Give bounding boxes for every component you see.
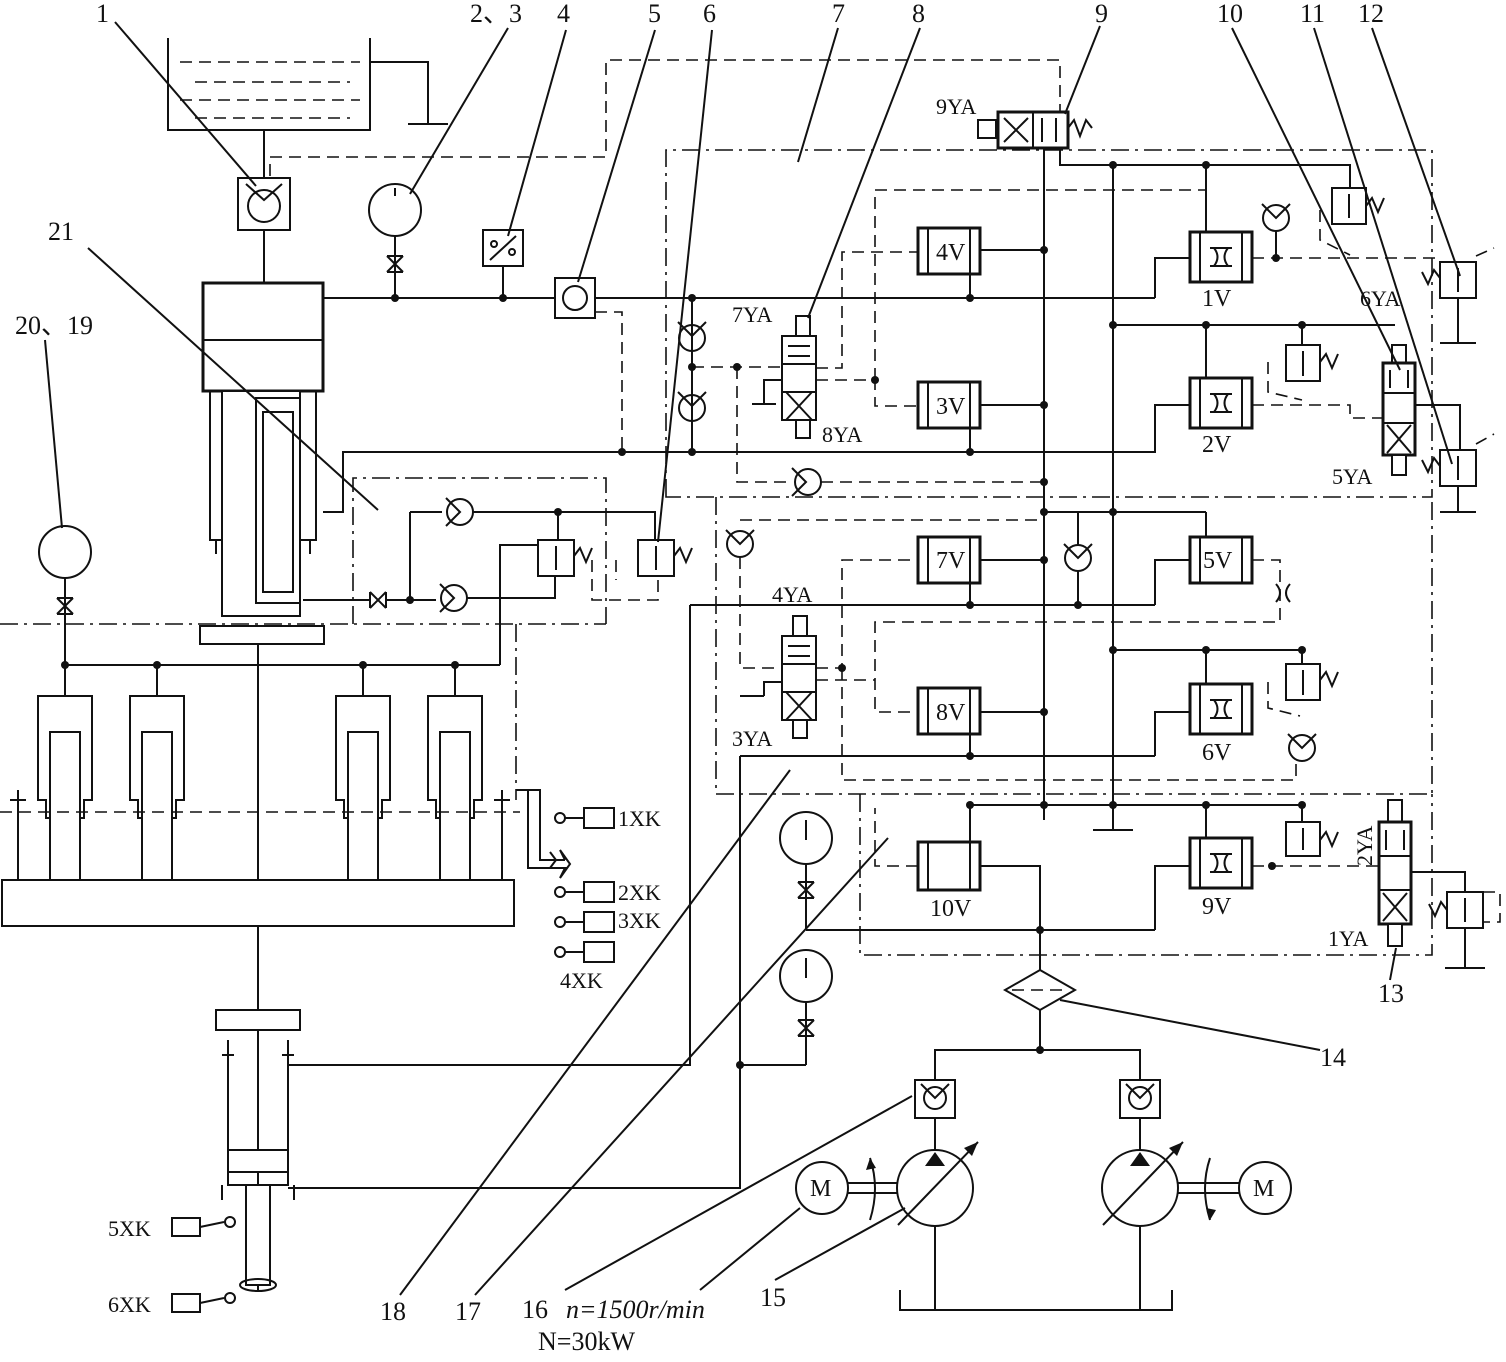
directional-valve-10: [1381, 344, 1417, 476]
valve-9v: [1188, 836, 1254, 890]
callout-16: 16: [522, 1295, 548, 1324]
label-1v: 1V: [1202, 286, 1232, 312]
prefill-valve-icon: [237, 177, 291, 231]
svg-text:M: M: [1253, 1176, 1274, 1202]
callout-21: 21: [48, 217, 74, 246]
pump-1-icon: [896, 1118, 979, 1310]
label-4v: 4V: [936, 240, 966, 266]
callout-10: 10: [1217, 0, 1243, 28]
side-cylinders: [37, 665, 483, 881]
label-5ya: 5YA: [1332, 464, 1372, 489]
valve-1v: [1188, 230, 1254, 284]
callout-4: 4: [557, 0, 570, 28]
label-5xk: 5XK: [108, 1216, 151, 1241]
check-valve-5-icon: [554, 277, 596, 319]
directional-valve-13: [1377, 799, 1413, 947]
ejector-cylinder: [215, 1009, 301, 1292]
callout-11: 11: [1300, 0, 1325, 28]
callout-15: 15: [760, 1283, 786, 1312]
label-10v: 10V: [930, 896, 972, 922]
callout-5: 5: [648, 0, 661, 28]
callout-7: 7: [832, 0, 845, 28]
label-7ya: 7YA: [732, 302, 772, 327]
label-2ya: 2YA: [1352, 826, 1377, 866]
directional-valve-8: [781, 315, 817, 439]
label-3xk: 3XK: [618, 908, 661, 933]
valve-2v: [1188, 376, 1254, 430]
label-1ya: 1YA: [1328, 926, 1368, 951]
label-2xk: 2XK: [618, 880, 661, 905]
pump-2-icon: [1101, 1118, 1184, 1310]
motor-1-icon: M: [795, 1157, 897, 1221]
label-4ya: 4YA: [772, 582, 812, 607]
label-5v: 5V: [1203, 548, 1233, 574]
valve-5v: [1188, 535, 1254, 585]
callout-20-19: 20、19: [15, 311, 93, 340]
callout-14: 14: [1320, 1043, 1346, 1072]
label-6ya: 6YA: [1360, 286, 1400, 311]
moving-beam: [1, 879, 515, 927]
label-1xk: 1XK: [618, 806, 661, 831]
label-6v: 6V: [1202, 740, 1232, 766]
callout-12: 12: [1358, 0, 1384, 28]
callout-1: 1: [96, 0, 109, 28]
callout-17: 17: [455, 1297, 481, 1326]
label-3ya: 3YA: [732, 726, 772, 751]
callout-8: 8: [912, 0, 925, 28]
directional-valve-3ya: [781, 615, 817, 739]
main-cylinder: [199, 281, 325, 645]
label-8ya: 8YA: [822, 422, 862, 447]
svg-text:M: M: [810, 1176, 831, 1202]
label-3v: 3V: [936, 394, 966, 420]
oil-tank: [167, 38, 448, 178]
callout-2-3: 2、3: [470, 0, 522, 28]
pressure-switch-icon: [482, 229, 524, 267]
valve-7v: [916, 535, 982, 585]
directional-valve-9: [977, 110, 1070, 150]
label-9ya: 9YA: [936, 94, 976, 119]
label-6xk: 6XK: [108, 1292, 151, 1317]
valve-10v: [916, 840, 982, 892]
label-9v: 9V: [1202, 894, 1232, 920]
callout-9: 9: [1095, 0, 1108, 28]
label-7v: 7V: [936, 548, 966, 574]
valve-6v: [1188, 682, 1254, 736]
motor-2-icon: M: [1178, 1157, 1292, 1221]
callout-6: 6: [703, 0, 716, 28]
label-2v: 2V: [1202, 432, 1232, 458]
label-4xk: 4XK: [560, 968, 603, 993]
label-8v: 8V: [936, 700, 966, 726]
motor-power-spec: N=30kW: [538, 1327, 635, 1356]
pump-speed-spec: n=1500r/min: [566, 1295, 705, 1324]
callout-13: 13: [1378, 979, 1404, 1008]
callout-18: 18: [380, 1297, 406, 1326]
